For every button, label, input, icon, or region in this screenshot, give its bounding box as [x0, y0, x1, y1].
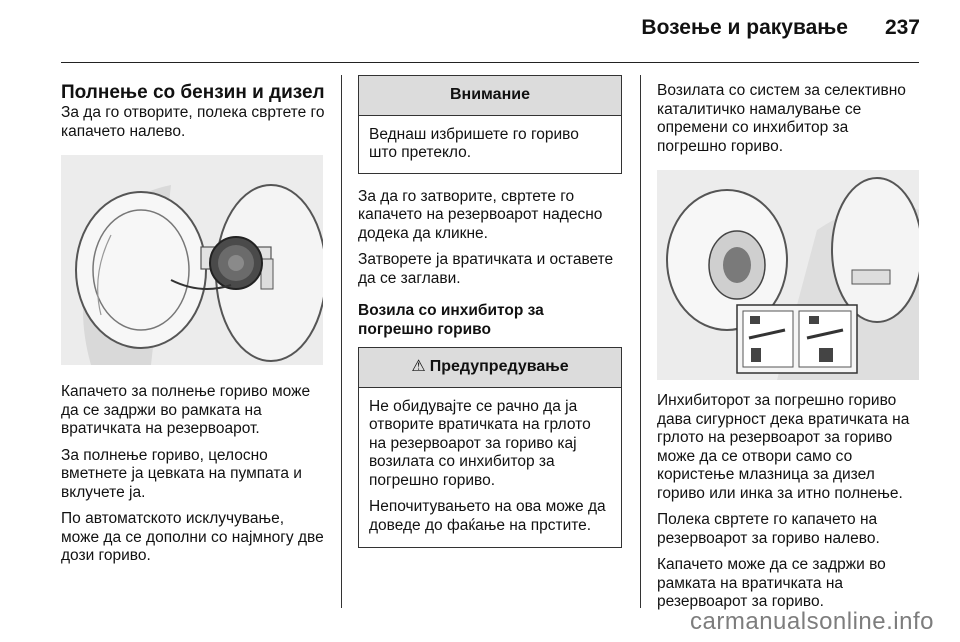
col2-paragraph-2: Затворете ја вратичката и оставете да се… [358, 251, 614, 287]
notice-body: Веднаш избришете го гориво што претекло. [359, 116, 621, 173]
col1-paragraph-2: За полнење гориво, целосно вметнете ја ц… [61, 446, 302, 501]
fuel-cap-illustration [61, 155, 323, 365]
warning-paragraph-2: Непочитувањето на ова може да доведе до … [369, 498, 606, 534]
col2-subheading: Возила со инхибитор за погрешно гориво [358, 302, 544, 338]
warning-header: ⚠Предупредување [359, 348, 621, 388]
col1-intro: За да го отворите, полека свртете го кап… [61, 104, 325, 140]
notice-text: Веднаш избришете го гориво што претекло. [369, 125, 579, 162]
header-rule [61, 62, 919, 63]
page-header-title: Возење и ракување [641, 16, 848, 39]
warning-paragraph-1: Не обидувајте се рачно да ја отворите вр… [369, 397, 591, 489]
column-divider-1 [341, 75, 342, 608]
col3-paragraph-1: Инхибиторот за погрешно гориво дава сигу… [657, 392, 910, 502]
column-divider-2 [640, 75, 641, 608]
page-number: 237 [884, 16, 920, 39]
col2-paragraph-1: За да го затворите, свртете го капачето … [358, 187, 603, 242]
misfuel-inhibitor-drawing [657, 170, 919, 380]
section-heading: Полнење со бензин и дизел [61, 82, 325, 103]
col1-paragraph-3: По автоматското исклучување, може да се … [61, 510, 324, 564]
misfuel-inhibitor-illustration [657, 170, 919, 380]
column-1: Полнење со бензин и дизел За да го отвор… [61, 82, 326, 574]
col3-paragraph-3: Капачето може да се задржи во рамката на… [657, 556, 886, 610]
warning-icon: ⚠ [411, 358, 426, 375]
fuel-cap-drawing [61, 155, 323, 365]
notice-title: Внимание [359, 76, 621, 116]
watermark: carmanualsonline.info [690, 608, 934, 635]
column-3: Возилата со систем за селективно каталит… [657, 82, 922, 620]
warning-box: ⚠Предупредување Не обидувајте се рачно д… [358, 347, 622, 548]
col3-intro: Возилата со систем за селективно каталит… [657, 82, 906, 155]
warning-title: Предупредување [429, 358, 569, 375]
column-2: Внимание Веднаш избришете го гориво што … [358, 75, 622, 548]
col1-paragraph-1: Капачето за полнење гориво може да се за… [61, 383, 311, 437]
notice-box: Внимание Веднаш избришете го гориво што … [358, 75, 622, 174]
warning-body: Не обидувајте се рачно да ја отворите вр… [359, 388, 621, 548]
col3-paragraph-2: Полека свртете го капачето на резервоаро… [657, 511, 880, 547]
